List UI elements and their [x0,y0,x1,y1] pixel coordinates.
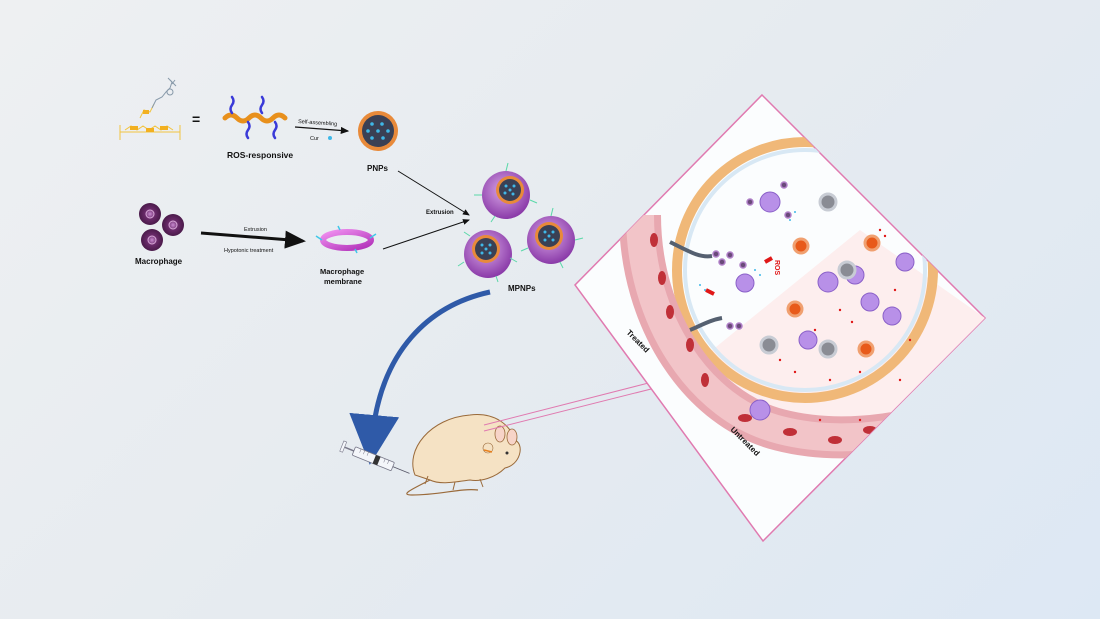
mpnp-particle [520,207,584,269]
ros-label: ROS [773,260,780,276]
zoom-connector-lines [483,377,672,432]
mouse-illustration [406,414,521,496]
macrophage-label: Macrophage [135,257,183,266]
extrusion-label-mid: Extrusion [426,210,454,216]
ros-responsive-label: ROS-responsive [227,150,293,160]
self-assembling-label: Self-assembling [298,119,337,128]
brain-vessel-inset: ROS Treated Untreated [574,93,987,543]
cur-label: Cur [310,136,319,142]
mpnps-label: MPNPs [508,284,536,293]
ros-dots [778,228,912,442]
mpnp-small-particles [712,181,792,330]
curcumin-dot-icon [328,136,332,140]
extrusion-hypotonic-arrow [200,230,306,249]
mpnp-particle [474,162,538,223]
red-blood-cells [650,233,877,444]
macrophage-membrane-ring [315,225,377,254]
chemical-structure [119,77,181,140]
mpnp-nanoparticles [457,162,584,283]
infiltration-arrow [669,240,713,259]
untreated-region [700,230,985,420]
extrusion-label-top: Extrusion [244,227,267,233]
macrophage-cells [139,203,184,251]
mpnp-particle [457,230,518,283]
self-assembling-arrow [294,126,350,135]
pnp-nanoparticle [358,111,398,151]
ros-responsive-polymer [222,95,288,140]
equals-sign: = [192,111,200,127]
hypotonic-treatment-label: Hypotonic treatment [224,248,274,254]
infiltration-arrow [689,316,723,332]
injection-curved-arrow [349,289,491,465]
syringe-icon [339,440,410,474]
vessel-wall-ring [672,137,938,403]
membrane-to-mpnp-arrow [382,219,470,250]
pnp-to-mpnp-arrow [397,170,470,216]
macrophage-membrane-label-line1: Macrophage [320,267,364,276]
macrophage-membrane-label-line2: membrane [324,277,362,286]
pnps-label: PNPs [367,164,388,173]
